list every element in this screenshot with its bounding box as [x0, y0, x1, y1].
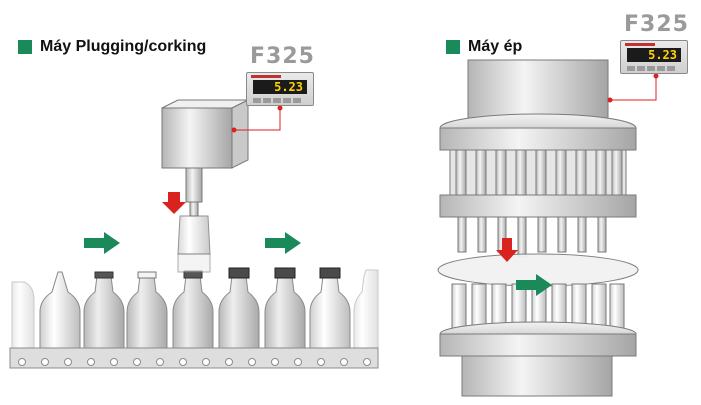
- model-label: F325: [624, 12, 689, 37]
- green-square-icon: [18, 40, 32, 54]
- bottle: [83, 271, 125, 349]
- signal-wire: [234, 108, 281, 131]
- plugging-head: [161, 99, 249, 273]
- section-title-text: Máy Plugging/corking: [40, 38, 207, 55]
- brand-strip: [625, 43, 655, 46]
- bottle: [172, 270, 214, 349]
- f325-indicator: 5.23: [246, 72, 314, 106]
- right-arrow-icon: [84, 232, 120, 254]
- lcd-display: 5.23: [253, 80, 307, 94]
- brand-strip: [251, 75, 281, 78]
- press-machine: [437, 59, 639, 397]
- bottle: [264, 267, 306, 349]
- lcd-display: 5.23: [627, 48, 681, 62]
- bottle: [218, 267, 260, 349]
- section-title-press: Máy ép: [446, 38, 522, 56]
- down-arrow-icon: [496, 238, 518, 262]
- right-arrow-icon: [265, 232, 301, 254]
- bottle: [126, 271, 168, 349]
- right-arrow-icon: [516, 274, 552, 296]
- signal-wire: [610, 76, 657, 101]
- down-arrow-icon: [162, 192, 186, 214]
- bottle: [309, 267, 351, 349]
- bottle-row: [11, 267, 379, 349]
- model-label: F325: [250, 44, 315, 69]
- section-title-text: Máy ép: [468, 38, 523, 55]
- keypad: [253, 98, 301, 103]
- section-title-plugging: Máy Plugging/corking: [18, 38, 206, 56]
- green-square-icon: [446, 40, 460, 54]
- keypad: [627, 66, 675, 71]
- conveyor-belt: [9, 347, 379, 369]
- f325-indicator: 5.23: [620, 40, 688, 74]
